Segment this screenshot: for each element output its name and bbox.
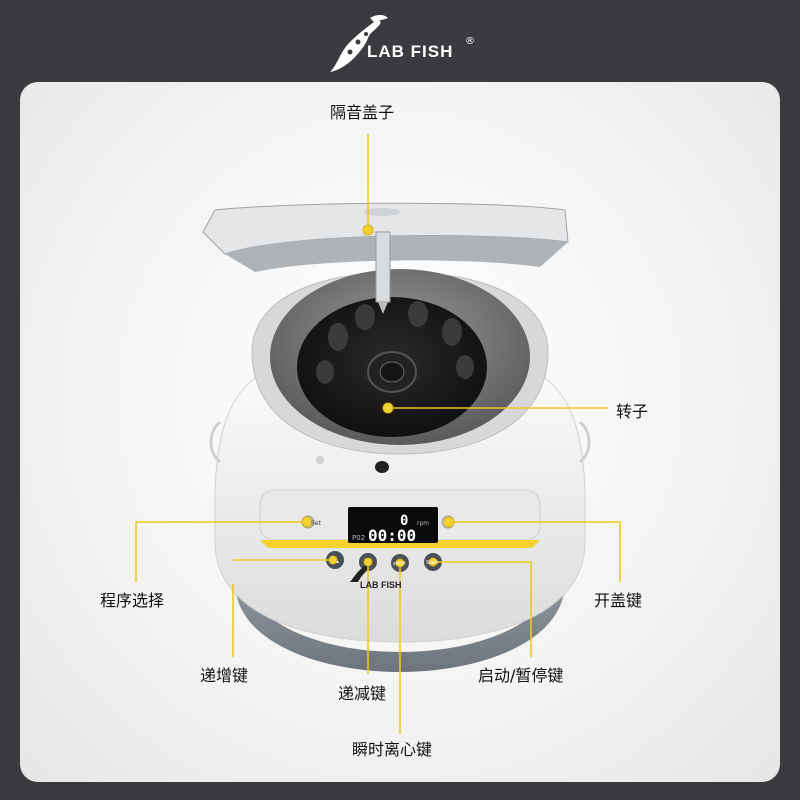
short-key-label: short bbox=[393, 561, 406, 567]
device-base bbox=[235, 552, 565, 672]
lcd-program: P02 bbox=[352, 534, 365, 542]
start-pause-label: 启动/暂停键 bbox=[478, 666, 564, 685]
program-select-label: 程序选择 bbox=[100, 591, 165, 610]
brand-name: LAB FISH bbox=[367, 42, 454, 61]
annotation-lines bbox=[135, 134, 621, 734]
lid-label: 隔音盖子 bbox=[330, 103, 395, 122]
rotor-label: 转子 bbox=[616, 402, 649, 421]
brand-registered-mark: ® bbox=[465, 36, 475, 47]
set-key-label: Set bbox=[311, 520, 322, 527]
fish-logo-icon bbox=[330, 15, 388, 72]
product-card: 0 rpm P02 00:00 Set short Start LAB FISH… bbox=[20, 82, 780, 782]
centrifuge-device: 0 rpm P02 00:00 Set short Start LAB FISH bbox=[135, 134, 621, 734]
decrement-label: 递减键 bbox=[338, 684, 387, 703]
open-lid-label: 开盖键 bbox=[594, 591, 643, 610]
rotor bbox=[297, 297, 487, 437]
lcd-display bbox=[348, 507, 438, 543]
lcd-unit: rpm bbox=[417, 520, 429, 527]
start-key-label: Start bbox=[426, 560, 438, 566]
panel-brand: LAB FISH bbox=[360, 580, 402, 590]
soundproof-lid bbox=[202, 202, 569, 314]
lcd-value: 0 bbox=[400, 513, 408, 529]
short-spin-label: 瞬时离心键 bbox=[352, 740, 433, 759]
increment-label: 递增键 bbox=[200, 666, 249, 685]
lcd-time: 00:00 bbox=[368, 526, 416, 545]
